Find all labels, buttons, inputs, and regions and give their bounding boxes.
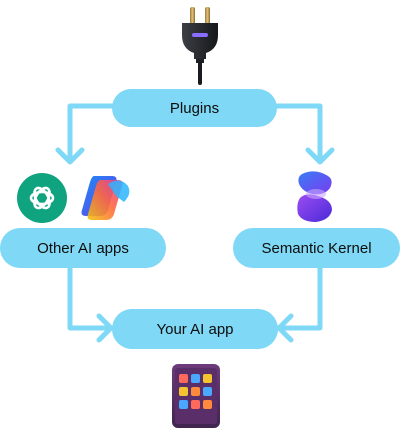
node-semantic-kernel: Semantic Kernel (233, 228, 400, 268)
node-semantic-kernel-label: Semantic Kernel (261, 239, 372, 257)
semantic-kernel-logo-icon (297, 171, 332, 222)
node-other-ai-apps: Other AI apps (0, 228, 166, 268)
chatgpt-logo-icon (17, 173, 67, 223)
arrowhead-your-app-right (276, 313, 294, 343)
connector-other-apps-to-your-app (67, 265, 113, 331)
node-your-ai-app-label: Your AI app (156, 320, 234, 338)
connector-plugins-to-semantic-kernel (274, 103, 323, 163)
tablet-app-grid-icon (172, 364, 220, 428)
node-plugins: Plugins (112, 89, 277, 127)
arrowhead-your-app-left (96, 313, 114, 343)
node-plugins-label: Plugins (169, 99, 220, 117)
copilot-logo-icon (81, 176, 130, 220)
power-plug-icon (182, 7, 218, 85)
arrowhead-other-apps (55, 147, 85, 165)
connector-plugins-to-other-apps (67, 103, 115, 163)
arrowhead-semantic-kernel (305, 147, 335, 165)
node-other-ai-apps-label: Other AI apps (37, 239, 129, 257)
connector-semantic-kernel-to-your-app (277, 265, 323, 331)
node-your-ai-app: Your AI app (112, 309, 278, 349)
